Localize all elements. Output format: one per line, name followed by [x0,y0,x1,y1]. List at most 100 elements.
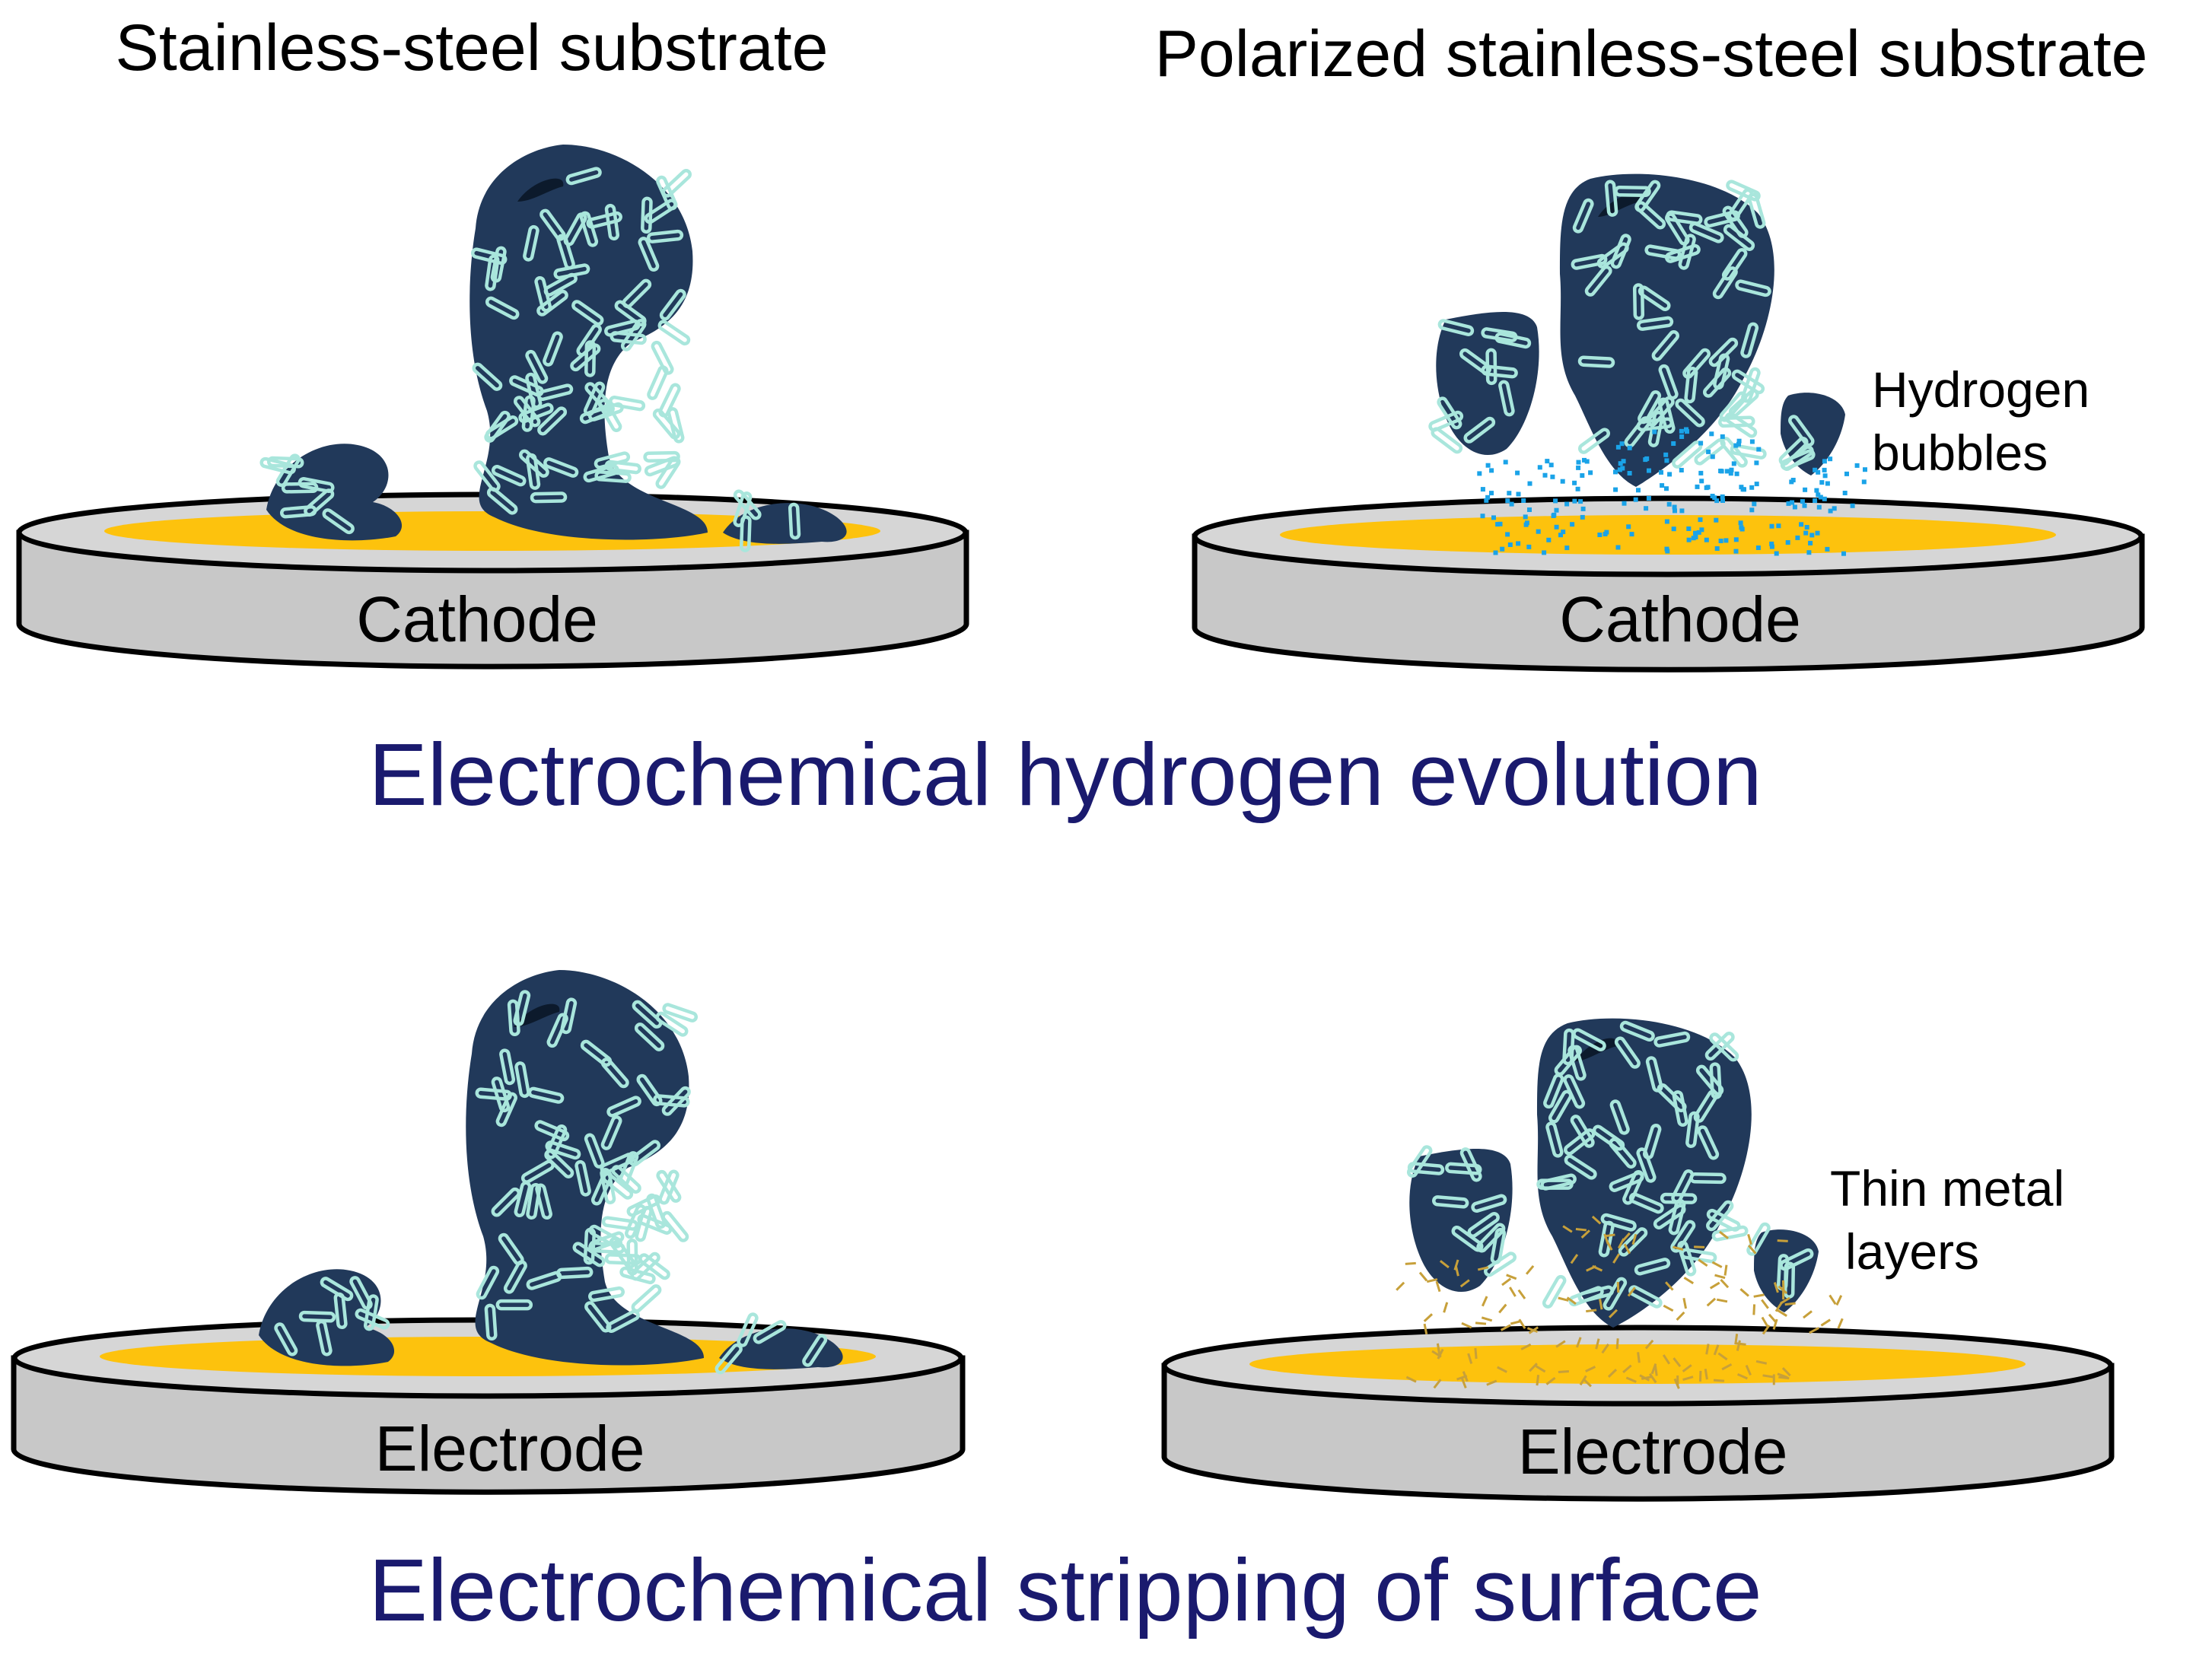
bacterium-rod [1664,243,1701,263]
bacterium-rod [1644,244,1682,260]
metal-flake [1709,1281,1720,1290]
metal-flake [1720,1278,1730,1289]
metal-flake [1711,1261,1723,1268]
hydrogen-bubble [1804,525,1809,530]
gold-layer [1280,515,2056,555]
hydrogen-bubble [1558,533,1563,538]
hydrogen-bubble [1627,445,1632,450]
metal-flake [1431,1350,1442,1358]
bacterium-rod [644,199,677,224]
bacterium-rod [560,997,578,1035]
hydrogen-bubble [1659,469,1663,475]
hydrogen-bubble [1537,465,1542,470]
metal-flake [1673,1357,1682,1368]
metal-flake [1612,1253,1621,1264]
bacterium-rod [1498,380,1515,417]
hydrogen-bubble [1754,482,1759,487]
annotation-metal-line2: layers [1845,1223,1979,1280]
hydrogen-bubble [1785,540,1790,545]
metal-flake [1631,1233,1638,1245]
bacterium-rod [614,300,647,327]
hydrogen-bubble [1493,550,1498,555]
hydrogen-bubble [1507,491,1512,496]
metal-flake [1673,1245,1684,1251]
bacterium-rod [1632,283,1645,320]
bacterium-rod [1568,1286,1604,1307]
bacteria-cluster-top-right [1428,180,1816,471]
cathode-label-top-right: Cathode [1559,584,1801,655]
bacterium-rod [653,1094,690,1108]
metal-flake [1555,1340,1566,1348]
bacterium-rod [485,254,500,291]
bacterium-rod [753,1320,787,1344]
metal-flake [1423,1323,1428,1335]
metal-flake [1615,1338,1619,1350]
hydrogen-bubble [1615,545,1621,550]
bacterium-rod [1463,416,1496,444]
metal-flake [1405,1376,1417,1383]
metal-flake [1773,1282,1779,1293]
hydrogen-bubble [1516,491,1521,497]
bacterium-rod [1653,1204,1686,1229]
hydrogen-bubble [1724,469,1730,474]
gold-layer [1249,1344,2026,1384]
hydrogen-bubble [1822,473,1828,479]
bacterium-rod [1600,1213,1637,1232]
metal-flake [1459,1279,1470,1288]
metal-flake [1506,1274,1517,1280]
bacterium-rod [1619,1020,1655,1042]
hydrogen-bubble [1505,532,1510,537]
metal-flake [1644,1339,1654,1350]
bacterium-rod [667,407,685,444]
metal-flake [1777,1372,1788,1379]
metal-flake [1529,1363,1538,1372]
electrode-disk-bottom-right [1161,1325,2115,1502]
bacterium-rod [655,1011,689,1037]
metal-flake [1745,1364,1752,1376]
metal-flake [1545,1376,1556,1385]
hydrogen-bubble [1507,542,1513,547]
hydrogen-bubble [1733,549,1739,554]
metal-flake [1467,1353,1473,1364]
metal-flake [1580,1229,1590,1239]
bacterium-rod [1740,322,1759,358]
hydrogen-bubble [1495,522,1501,527]
hydrogen-bubble [1679,468,1684,472]
hydrogen-bubble [1480,514,1485,519]
bacterium-rod [1628,1192,1664,1214]
hydrogen-bubble [1615,444,1621,450]
metal-flake [1653,1365,1658,1376]
metal-flake [1713,1344,1720,1356]
hydrogen-bubble [1816,504,1822,510]
hydrogen-bubble [1749,439,1755,444]
hydrogen-bubble [1714,546,1720,551]
bacterium-rod [661,168,692,198]
hydrogen-bubble [1822,459,1827,464]
bacterium-rod [1653,1031,1691,1048]
metal-flake [1510,1320,1522,1325]
bacterium-rod [1437,396,1462,430]
metal-flake [1622,1364,1632,1374]
bacterium-rod [1567,1045,1587,1081]
bacterium-rod [580,1039,613,1067]
hydrogen-bubble [1706,449,1711,454]
hydrogen-bubble [1664,519,1669,524]
bacterium-rod [1577,355,1615,368]
metal-flake [1828,1294,1837,1305]
metal-flake [1747,1245,1757,1255]
hydrogen-bubble [1712,495,1717,501]
hydrogen-bubble [1578,499,1583,504]
bacterium-rod [657,320,691,346]
hydrogen-bubble [1570,522,1575,527]
bacterium-rod [316,1319,333,1356]
metal-flake [1475,1321,1487,1325]
hydrogen-bubble [1691,536,1696,541]
bacterium-rod [1610,234,1631,269]
hydrogen-bubble [1790,500,1795,505]
metal-flake [1780,1296,1790,1305]
metal-flake [1784,1302,1796,1306]
hydrogen-bubble [1527,507,1532,512]
bacterium-rod [1636,1147,1657,1183]
bacterium-rod [495,1299,533,1311]
